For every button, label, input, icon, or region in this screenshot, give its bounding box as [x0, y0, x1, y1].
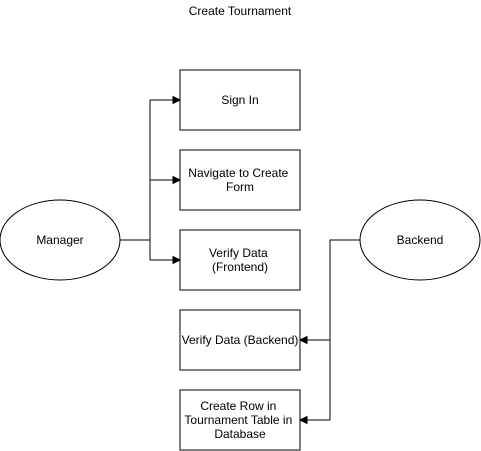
create-row-label: Create Row in Tournament Table in Databa…	[184, 399, 295, 441]
arrowhead-create-row	[298, 415, 308, 425]
arrowhead-verify-backend	[298, 335, 308, 345]
diagram-title: Create Tournament	[189, 4, 292, 18]
backend-ellipse	[359, 199, 481, 281]
arrowhead-verify-frontend	[172, 255, 182, 265]
backend-label: Backend	[397, 233, 444, 247]
sign-in-box	[179, 69, 301, 131]
verify-frontend-node: Verify Data (Frontend)	[179, 229, 301, 291]
create-row-box	[179, 389, 301, 451]
connectors	[120, 95, 360, 425]
create-row-node: Create Row in Tournament Table in Databa…	[179, 389, 301, 451]
verify-backend-label-line: Verify Data (Backend)	[182, 333, 299, 347]
backend-node: Backend	[359, 199, 481, 281]
verify-frontend-label-line: Verify Data	[209, 246, 268, 260]
sign-in-label-line: Sign In	[221, 93, 258, 107]
arrowhead-navigate	[172, 175, 182, 185]
sign-in-node: Sign In	[179, 69, 301, 131]
sign-in-label: Sign In	[221, 93, 258, 107]
create-row-label-line: Database	[214, 427, 266, 441]
manager-label: Manager	[36, 233, 83, 247]
navigate-label-line: Navigate to Create	[188, 166, 288, 180]
verify-frontend-label-line: (Frontend)	[212, 260, 268, 274]
manager-trunk-connector	[120, 100, 151, 260]
verify-backend-box	[179, 309, 301, 371]
create-row-label-line: Create Row in	[200, 399, 276, 413]
backend-trunk-connector	[329, 239, 360, 420]
create-row-label-line: Tournament Table in	[184, 413, 292, 427]
manager-node: Manager	[0, 199, 121, 281]
verify-frontend-box	[179, 229, 301, 291]
navigate-label: Navigate to Create Form	[188, 166, 291, 194]
verify-backend-node: Verify Data (Backend)	[179, 309, 301, 371]
navigate-label-line: Form	[226, 180, 254, 194]
arrowhead-sign-in	[172, 95, 182, 105]
verify-backend-label: Verify Data (Backend)	[182, 333, 299, 347]
navigate-node: Navigate to Create Form	[179, 149, 301, 211]
navigate-box	[179, 149, 301, 211]
verify-frontend-label: Verify Data (Frontend)	[209, 246, 271, 274]
manager-ellipse	[0, 199, 121, 281]
